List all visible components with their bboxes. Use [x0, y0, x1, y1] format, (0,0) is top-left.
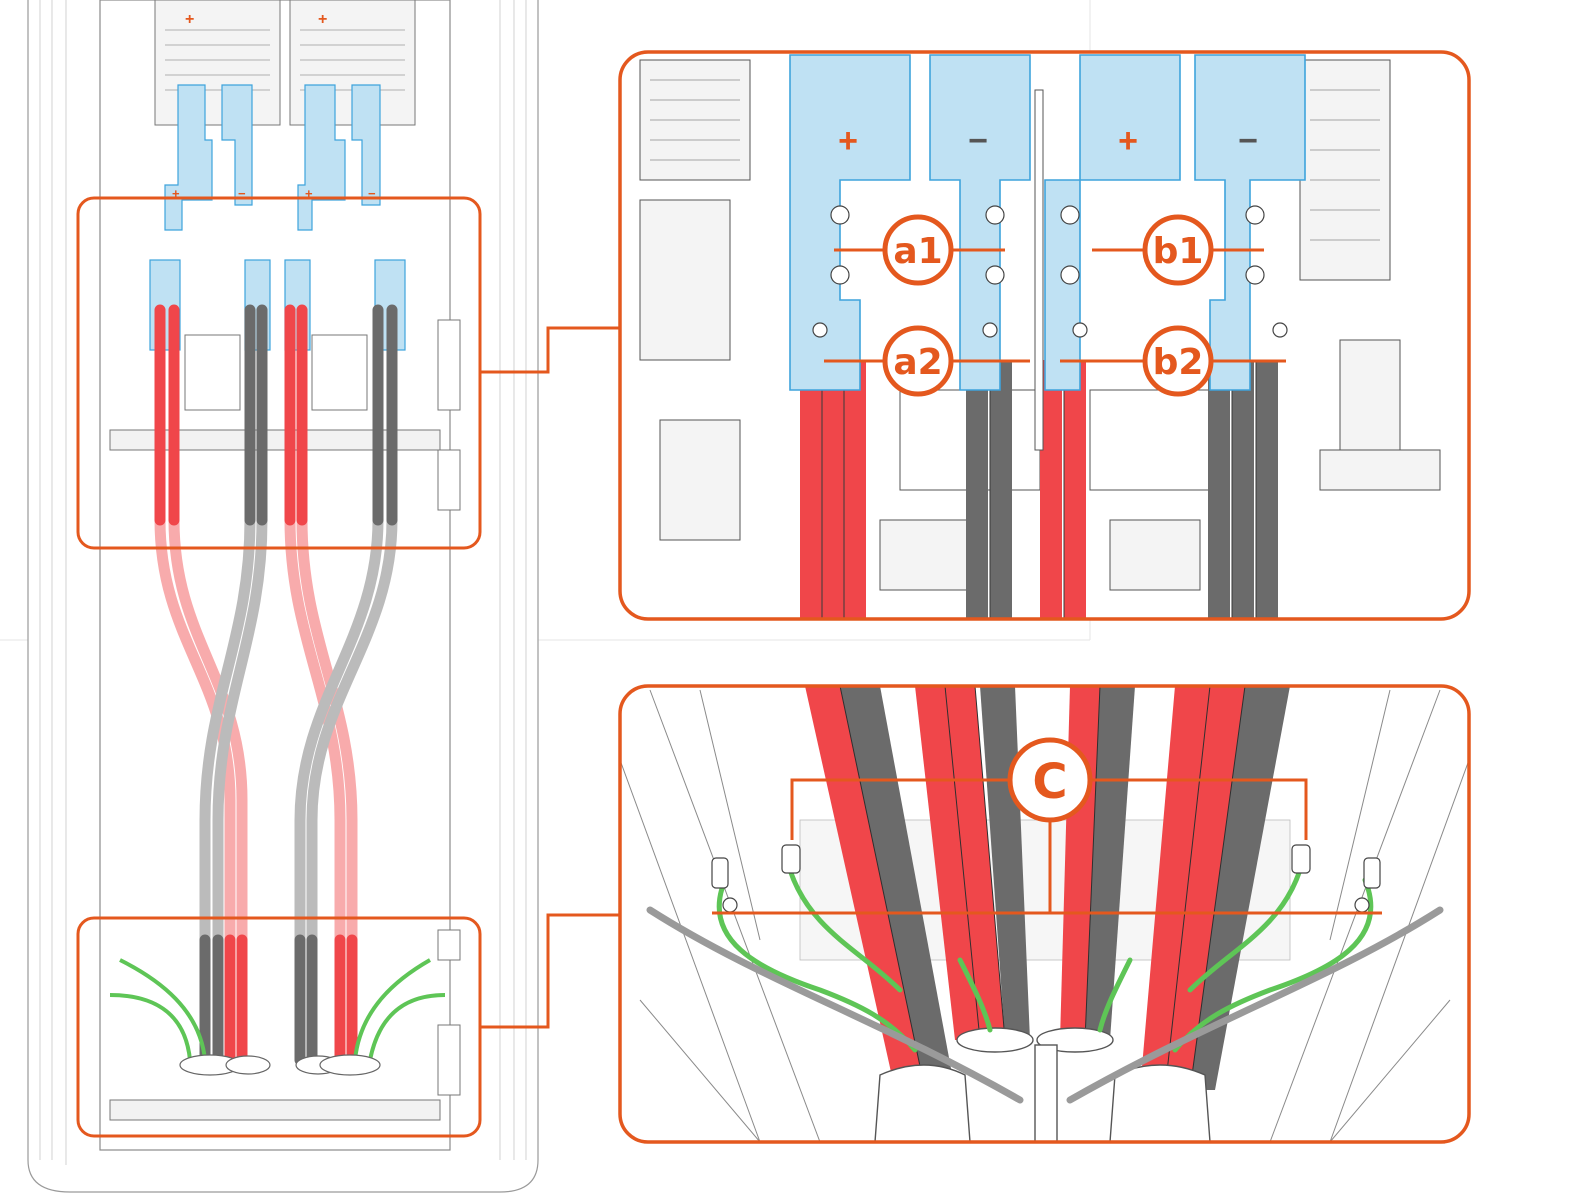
callout-c: C: [1007, 737, 1093, 823]
cable-glands: [874, 1027, 1211, 1142]
cables-routing: [154, 514, 398, 946]
svg-text:a1: a1: [893, 231, 942, 272]
ground-wires-detail: [716, 867, 1374, 1053]
bolts: [812, 205, 1288, 338]
cables-lower: [199, 934, 358, 1066]
connector-line-bottom: [480, 913, 620, 1029]
cables-upper: [154, 304, 398, 526]
detail-busbar-connections: + − + − a1 b1: [620, 52, 1469, 619]
svg-text:b2: b2: [1153, 342, 1204, 383]
bus-label: −: [238, 186, 246, 201]
callout-b2: b2: [1142, 325, 1214, 397]
busbar-polarity-label: −: [1238, 122, 1258, 160]
cables-detail-top: [800, 360, 1278, 619]
busbar-polarity-label: +: [838, 122, 858, 160]
bus-label: +: [172, 186, 180, 201]
callout-a1: a1: [882, 214, 954, 286]
bus-label: +: [305, 186, 313, 201]
callout-a2: a2: [882, 325, 954, 397]
ground-terminals: [711, 844, 1381, 913]
detail-ground-connections: C: [620, 686, 1469, 1142]
module-plus-mark: +: [318, 11, 327, 28]
busbar-polarity-label: −: [968, 122, 988, 160]
svg-text:a2: a2: [893, 342, 942, 383]
svg-text:b1: b1: [1153, 231, 1204, 272]
ground-wires-overview: [109, 958, 446, 1061]
callout-leaders-bottom: [712, 778, 1382, 915]
detail-frame-bottom: [618, 684, 1471, 1144]
svg-text:C: C: [1032, 754, 1067, 810]
callout-b1: b1: [1142, 214, 1214, 286]
bus-label: −: [368, 186, 376, 201]
detail-frame-top: [618, 50, 1471, 621]
connector-line-top: [480, 326, 620, 374]
module-plus-mark: +: [185, 11, 194, 28]
busbar-polarity-label: +: [1118, 122, 1138, 160]
